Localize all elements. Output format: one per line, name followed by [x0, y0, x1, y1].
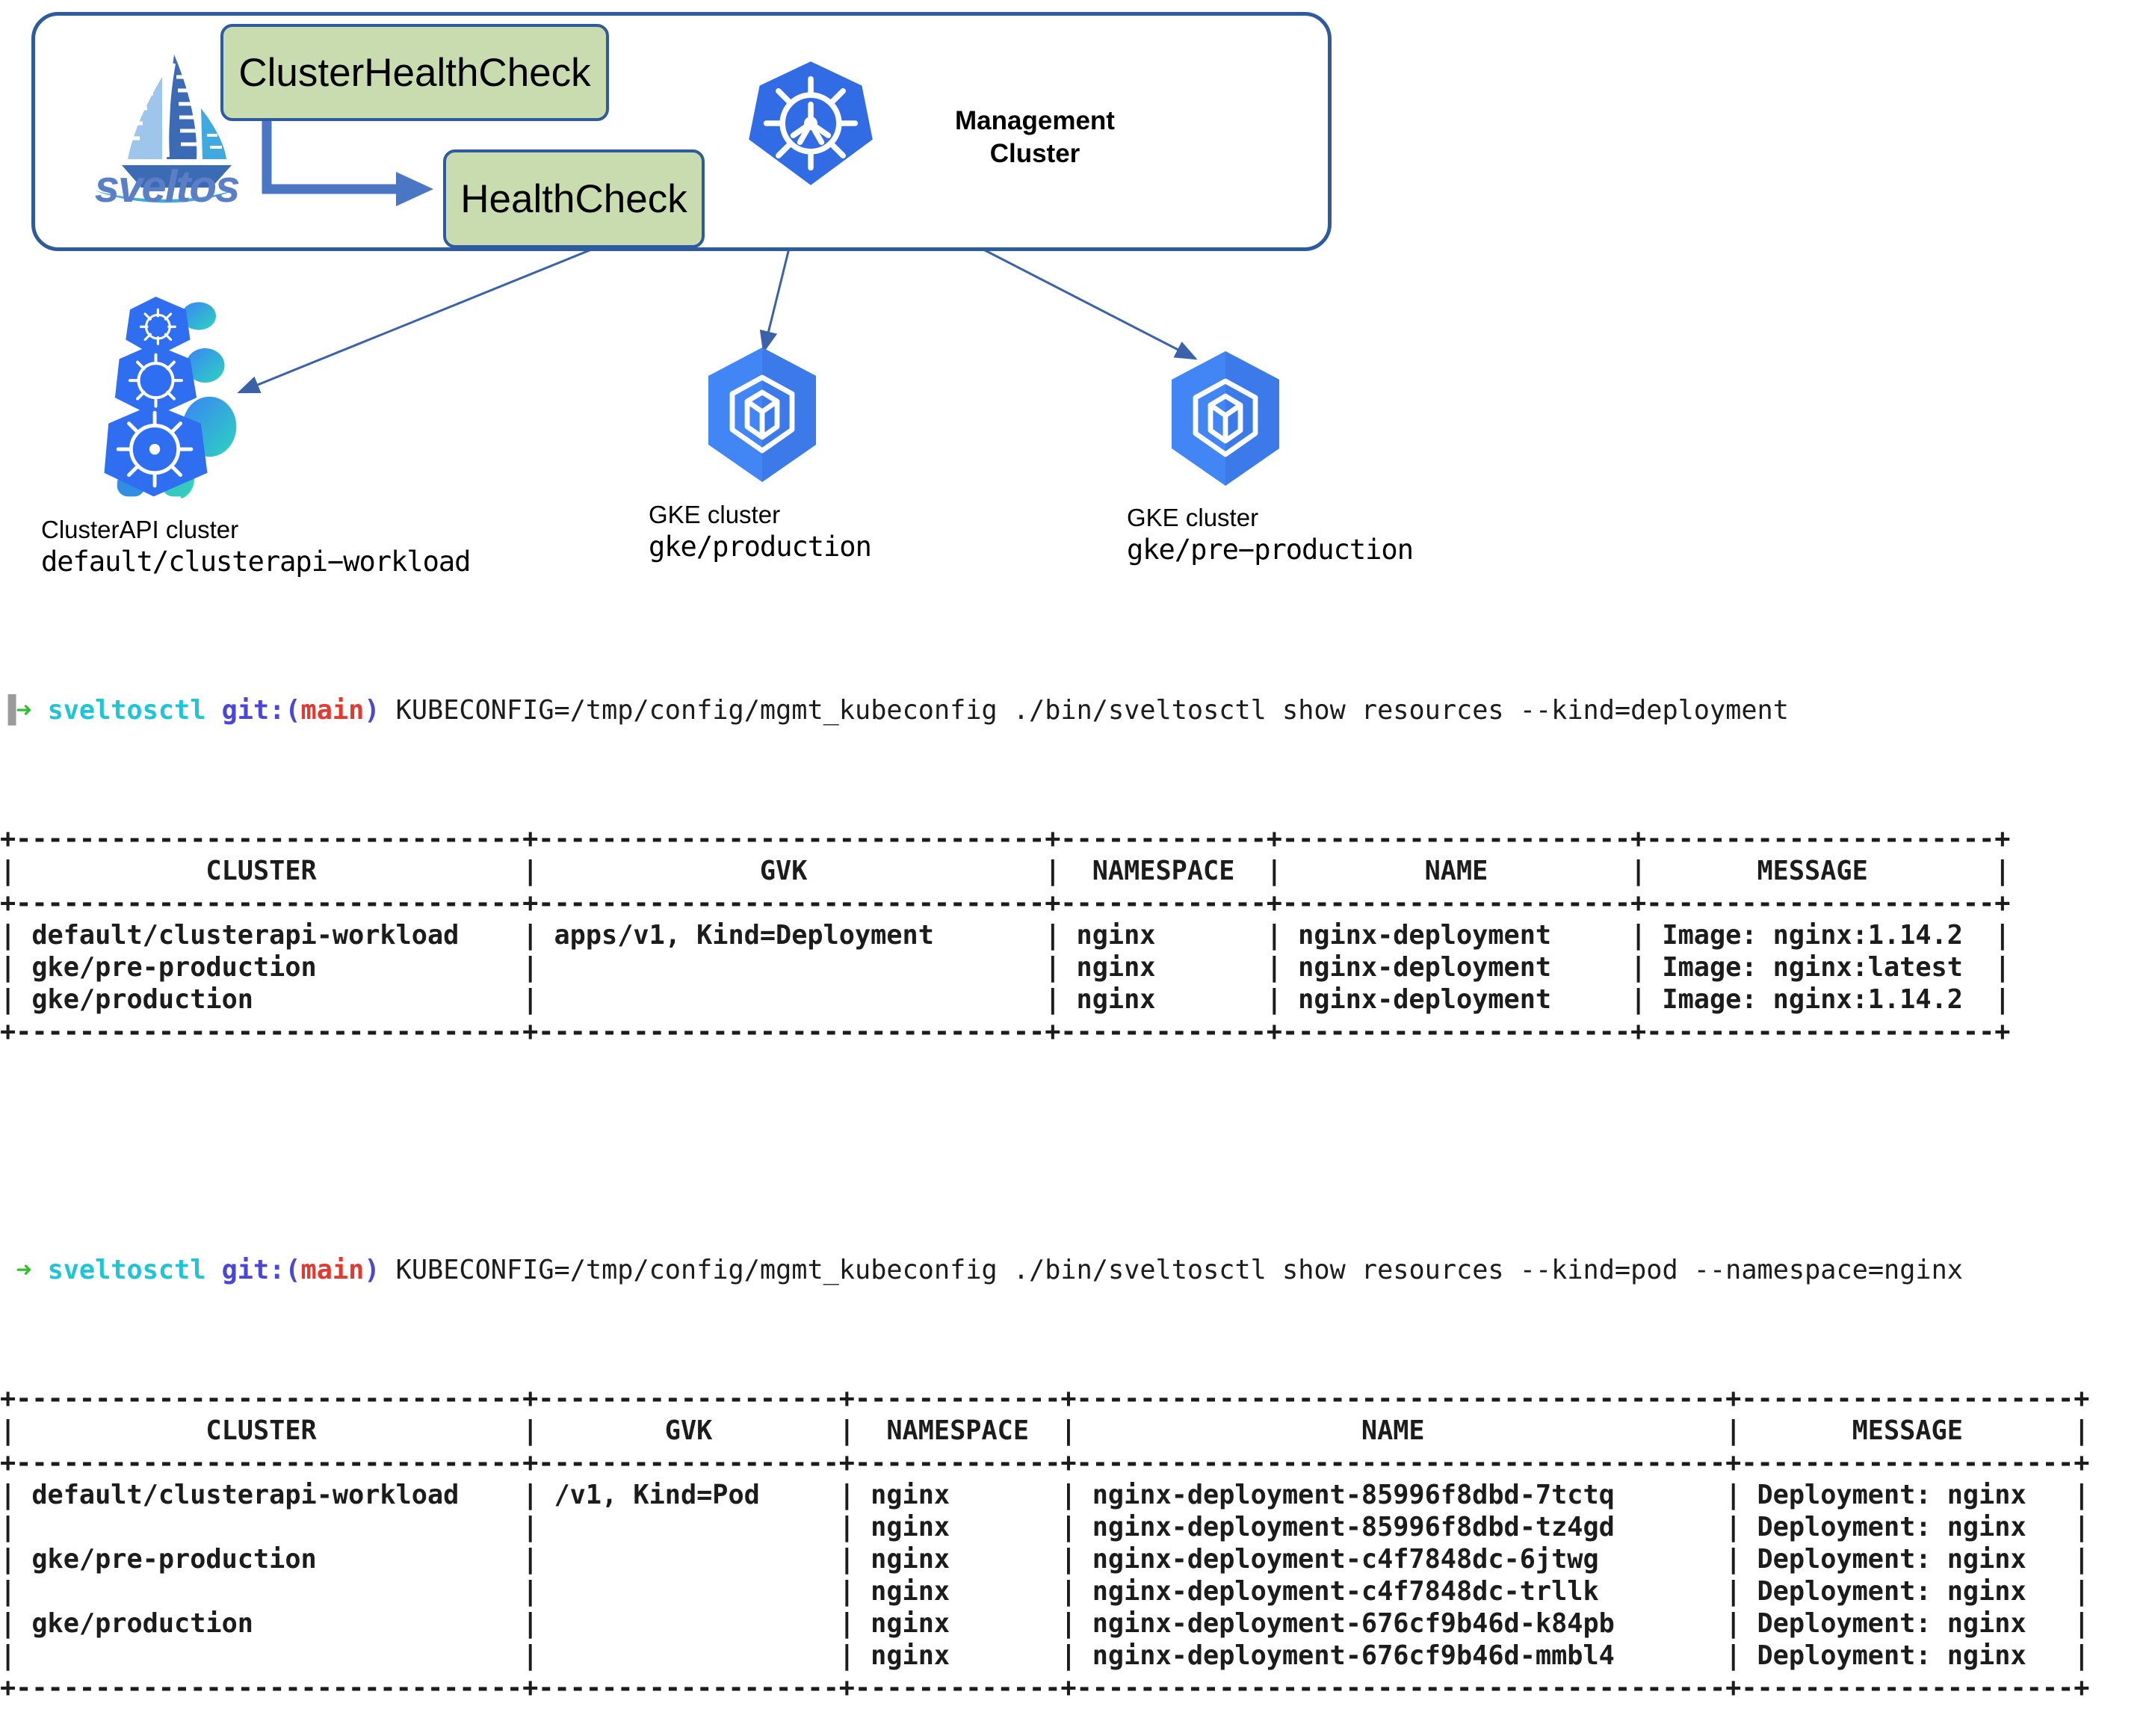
resources-table-deployment: +--------------------------------+------… [0, 824, 2011, 1047]
command-1-text: KUBECONFIG=/tmp/config/mgmt_kubeconfig .… [380, 695, 1789, 726]
spacer [0, 1144, 2152, 1158]
gke-production-caption-line2: gke/production [649, 531, 872, 563]
management-cluster-label-line1: Management [955, 106, 1115, 135]
gke-pre-production-caption-line1: GKE cluster [1127, 504, 1259, 531]
prompt-arrow-icon: ➜ [16, 1255, 32, 1285]
clusterhealthcheck-label: ClusterHealthCheck [238, 50, 591, 95]
command-line-1[interactable]: ▐➜ sveltosctl git:(main) KUBECONFIG=/tmp… [0, 694, 2152, 726]
command-2-text: KUBECONFIG=/tmp/config/mgmt_kubeconfig .… [380, 1255, 1963, 1285]
gke-pre-production-caption: GKE cluster gke/pre−production [1127, 502, 1414, 568]
gke-pre-production-caption-line2: gke/pre−production [1127, 534, 1414, 566]
gke-cluster-icon [1172, 351, 1279, 486]
sveltos-wordmark: sveltos [94, 161, 241, 211]
management-cluster-label: Management Cluster [927, 105, 1143, 170]
clusterapi-turtle-icon [104, 297, 237, 499]
prompt-git-branch: main [300, 695, 365, 726]
prompt-arrow-icon: ➜ [16, 695, 32, 726]
prompt-git-branch: main [300, 1255, 365, 1285]
clusterapi-caption-line2: default/clusterapi−workload [41, 546, 471, 578]
management-cluster-label-line2: Cluster [989, 138, 1080, 168]
prompt-git-close: ) [364, 695, 380, 726]
healthcheck-box[interactable]: HealthCheck [443, 149, 705, 248]
clusterapi-cluster-caption: ClusterAPI cluster default/clusterapi−wo… [41, 514, 471, 580]
gke-production-caption-line1: GKE cluster [649, 501, 781, 528]
command-line-2[interactable]: ➜ sveltosctl git:(main) KUBECONFIG=/tmp/… [0, 1254, 2152, 1286]
gke-cluster-icon [708, 347, 816, 482]
gke-production-caption: GKE cluster gke/production [649, 499, 872, 565]
clusterapi-caption-line1: ClusterAPI cluster [41, 516, 239, 543]
sveltos-sailboat-logo [95, 55, 237, 203]
prompt-repo: sveltosctl [47, 695, 206, 726]
prompt-repo: sveltosctl [47, 1255, 206, 1285]
healthcheck-label: HealthCheck [460, 176, 687, 221]
clusterhealthcheck-box[interactable]: ClusterHealthCheck [220, 24, 609, 121]
terminal-output: ▐➜ sveltosctl git:(main) KUBECONFIG=/tmp… [0, 598, 2152, 1703]
architecture-diagram: sveltos ClusterHealthCheck HealthCheck [0, 0, 2152, 598]
prompt-git-close: ) [364, 1255, 380, 1285]
kubernetes-helm-wheel-icon [749, 61, 873, 185]
cursor-glyph: ▐ [0, 695, 16, 726]
prompt-git-open: git:( [221, 1255, 301, 1285]
resources-table-pod: +--------------------------------+------… [0, 1383, 2090, 1703]
prompt-git-open: git:( [221, 695, 301, 726]
cursor-spacer [0, 1255, 16, 1285]
